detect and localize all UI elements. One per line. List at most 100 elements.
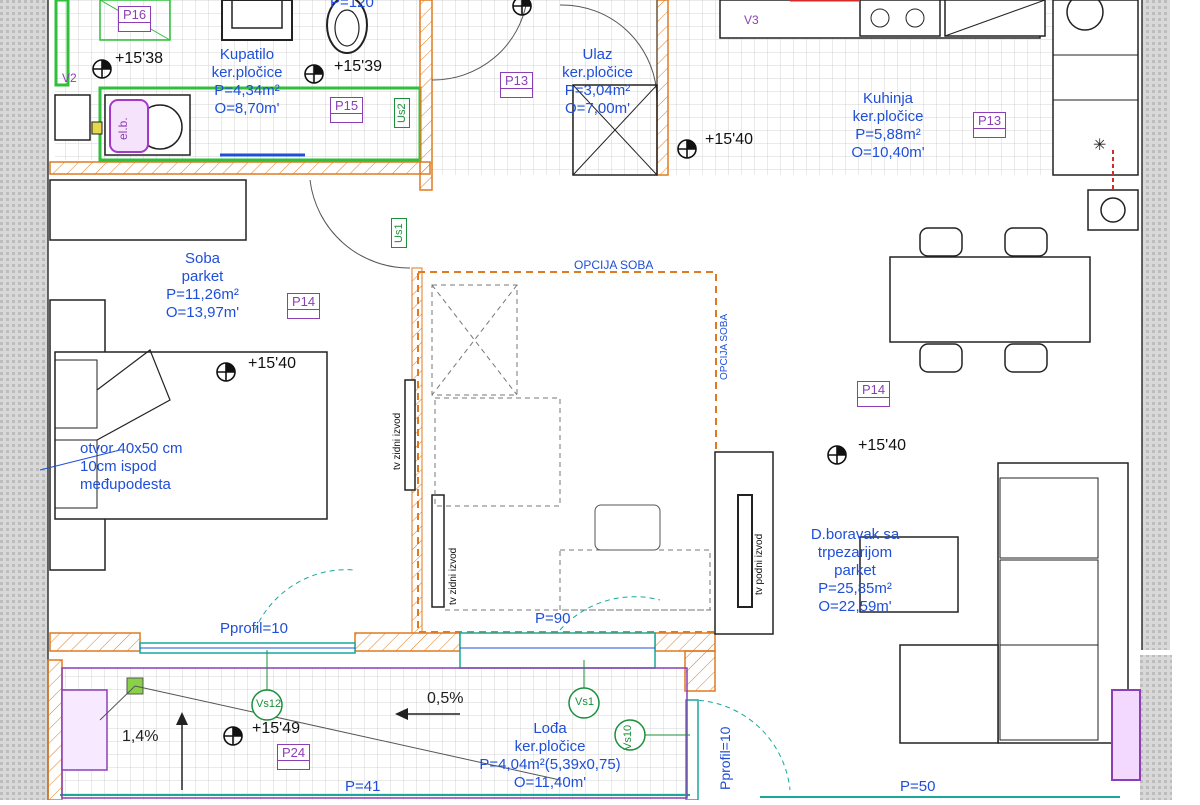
vent-tag: V3 <box>744 13 759 27</box>
floor-tag: P16 <box>118 6 152 32</box>
floor-tag: P15 <box>330 97 364 123</box>
room-area: P=3,04m² <box>564 82 631 99</box>
wall-loggia-top-mid <box>354 632 461 652</box>
room-label-kuhinja: Kuhinja ker.pločice P=5,88m² O=10,40m' <box>818 90 958 162</box>
dining-table <box>889 256 1091 343</box>
opening-note-line: otvor 40x50 cm <box>80 440 183 457</box>
room-name: Ulaz <box>582 46 613 63</box>
room-name: Kupatilo <box>219 46 275 63</box>
bed <box>54 351 328 520</box>
sofa <box>997 462 1129 744</box>
room-name: Lođa <box>533 720 567 737</box>
floor-tag: P13 <box>500 72 534 98</box>
vent-circle-label: Vs1 <box>575 696 594 708</box>
level-label: +15'40 <box>705 131 753 148</box>
room-name: Kuhinja <box>862 90 914 107</box>
window-size-label: P=120 <box>330 0 374 11</box>
opening-note-line: 10cm ispod <box>80 458 157 475</box>
level-label: +15'39 <box>334 58 382 75</box>
optional-room-outline <box>417 271 717 633</box>
room-area: P=11,26m² <box>166 286 239 303</box>
floor-tag-code: P14 <box>292 294 316 309</box>
room-label-loda: Lođa ker.pločice P=4,04m²(5,39x0,75) O=1… <box>435 720 665 792</box>
room-label-ulaz: Ulaz ker.pločice P=3,04m² O=7,00m' <box>540 46 655 118</box>
room-floor: parket <box>181 268 224 285</box>
room-floor: ker.pločice <box>852 108 924 125</box>
vent-circle-label: Vs12 <box>256 698 282 710</box>
wall-loggia-top-right <box>654 632 716 652</box>
room-floor: ker.pločice <box>562 64 633 81</box>
stove <box>859 0 941 37</box>
right-outer-wall-bottom <box>1140 655 1172 800</box>
room-floor: parket <box>834 562 876 579</box>
room-perimeter: O=22,59m' <box>818 598 892 615</box>
level-label: +15'40 <box>858 437 906 454</box>
opening-note: otvor 40x50 cm 10cm ispod međupodesta <box>80 440 183 494</box>
tv-outlet-label: tv zidni izvod <box>392 412 403 470</box>
vent-label: Us2 <box>394 98 410 128</box>
opening-note-line: međupodesta <box>80 476 171 493</box>
room-perimeter: O=13,97m' <box>165 304 240 321</box>
floor-tag: P24 <box>277 744 311 770</box>
optional-room-label: OPCIJA SOBA <box>574 258 654 272</box>
floor-tag-code: P24 <box>282 745 306 760</box>
level-label: +15'40 <box>248 355 296 372</box>
window-profile-label: Pprofil=10 <box>220 620 288 637</box>
room-area: P=4,34m² <box>214 82 280 99</box>
window-size-label: P=50 <box>900 778 936 795</box>
room-floor: ker.pločice <box>514 738 586 755</box>
room-label-soba: Soba parket P=11,26m² O=13,97m' <box>135 250 270 322</box>
wardrobe-bedroom <box>49 179 247 241</box>
window-profile-label-vertical: Pprofil=10 <box>717 726 733 790</box>
sink <box>1066 0 1104 31</box>
bathtub-fixture <box>221 0 293 41</box>
vent-label: Us1 <box>391 218 407 248</box>
toilet-fixture <box>326 0 368 54</box>
room-area: P=5,88m² <box>855 126 921 143</box>
tv-outlet-label: tv zidni izvod <box>448 547 459 605</box>
tv-floor-outlet-label: tv podni izvod <box>754 533 765 595</box>
room-name-line1: D.boravak sa <box>810 526 900 543</box>
room-perimeter: O=10,40m' <box>851 144 925 161</box>
wall-loggia-top-left <box>49 632 141 652</box>
room-name: Soba <box>184 250 221 267</box>
wall-entrance-right <box>656 0 669 176</box>
level-label: +15'38 <box>115 50 163 67</box>
floor-tag: P14 <box>287 293 321 319</box>
floor-tag-code: P13 <box>505 73 529 88</box>
wardrobe <box>572 84 658 176</box>
room-area: P=4,04m²(5,39x0,75) <box>479 756 621 773</box>
room-perimeter: O=7,00m' <box>565 100 630 117</box>
floor-tag-code: P13 <box>978 113 1002 128</box>
room-floor: ker.pločice <box>211 64 283 81</box>
vent-circle-label: Vs10 <box>622 724 634 750</box>
room-perimeter: O=8,70m' <box>214 100 280 117</box>
window-size-label: P=41 <box>345 778 381 795</box>
left-outer-wall <box>0 0 48 800</box>
wall-bathroom-right <box>419 0 433 191</box>
window-size-label: P=90 <box>535 610 571 627</box>
electric-boiler-label: el.b. <box>116 117 130 140</box>
wall-loggia-left <box>47 659 63 801</box>
coffee-table <box>859 536 959 613</box>
optional-room-label-vertical: OPCIJA SOBA <box>719 313 730 380</box>
kitchen-side-units <box>1052 0 1139 176</box>
electric-boiler <box>109 99 149 153</box>
floor-tag: P14 <box>857 381 891 407</box>
room-label-boravak: D.boravak sa trpezarijom parket P=25,85m… <box>775 526 935 616</box>
vent-tag: V2 <box>62 71 77 85</box>
floor-tag-code: P14 <box>862 382 886 397</box>
floor-tag: P13 <box>973 112 1007 138</box>
entrance-tiles <box>432 0 657 175</box>
level-label: +15'49 <box>252 720 300 737</box>
wall-bathroom-bottom <box>49 161 431 175</box>
room-label-kupatilo: Kupatilo ker.pločice P=4,34m² O=8,70m' <box>192 46 302 118</box>
slope-label: 0,5% <box>427 690 464 707</box>
right-outer-wall <box>1142 0 1170 650</box>
washing-machine <box>54 94 91 141</box>
balcony-door <box>459 632 656 669</box>
floor-tag-code: P16 <box>123 7 147 22</box>
slope-label: 1,4% <box>122 728 159 745</box>
